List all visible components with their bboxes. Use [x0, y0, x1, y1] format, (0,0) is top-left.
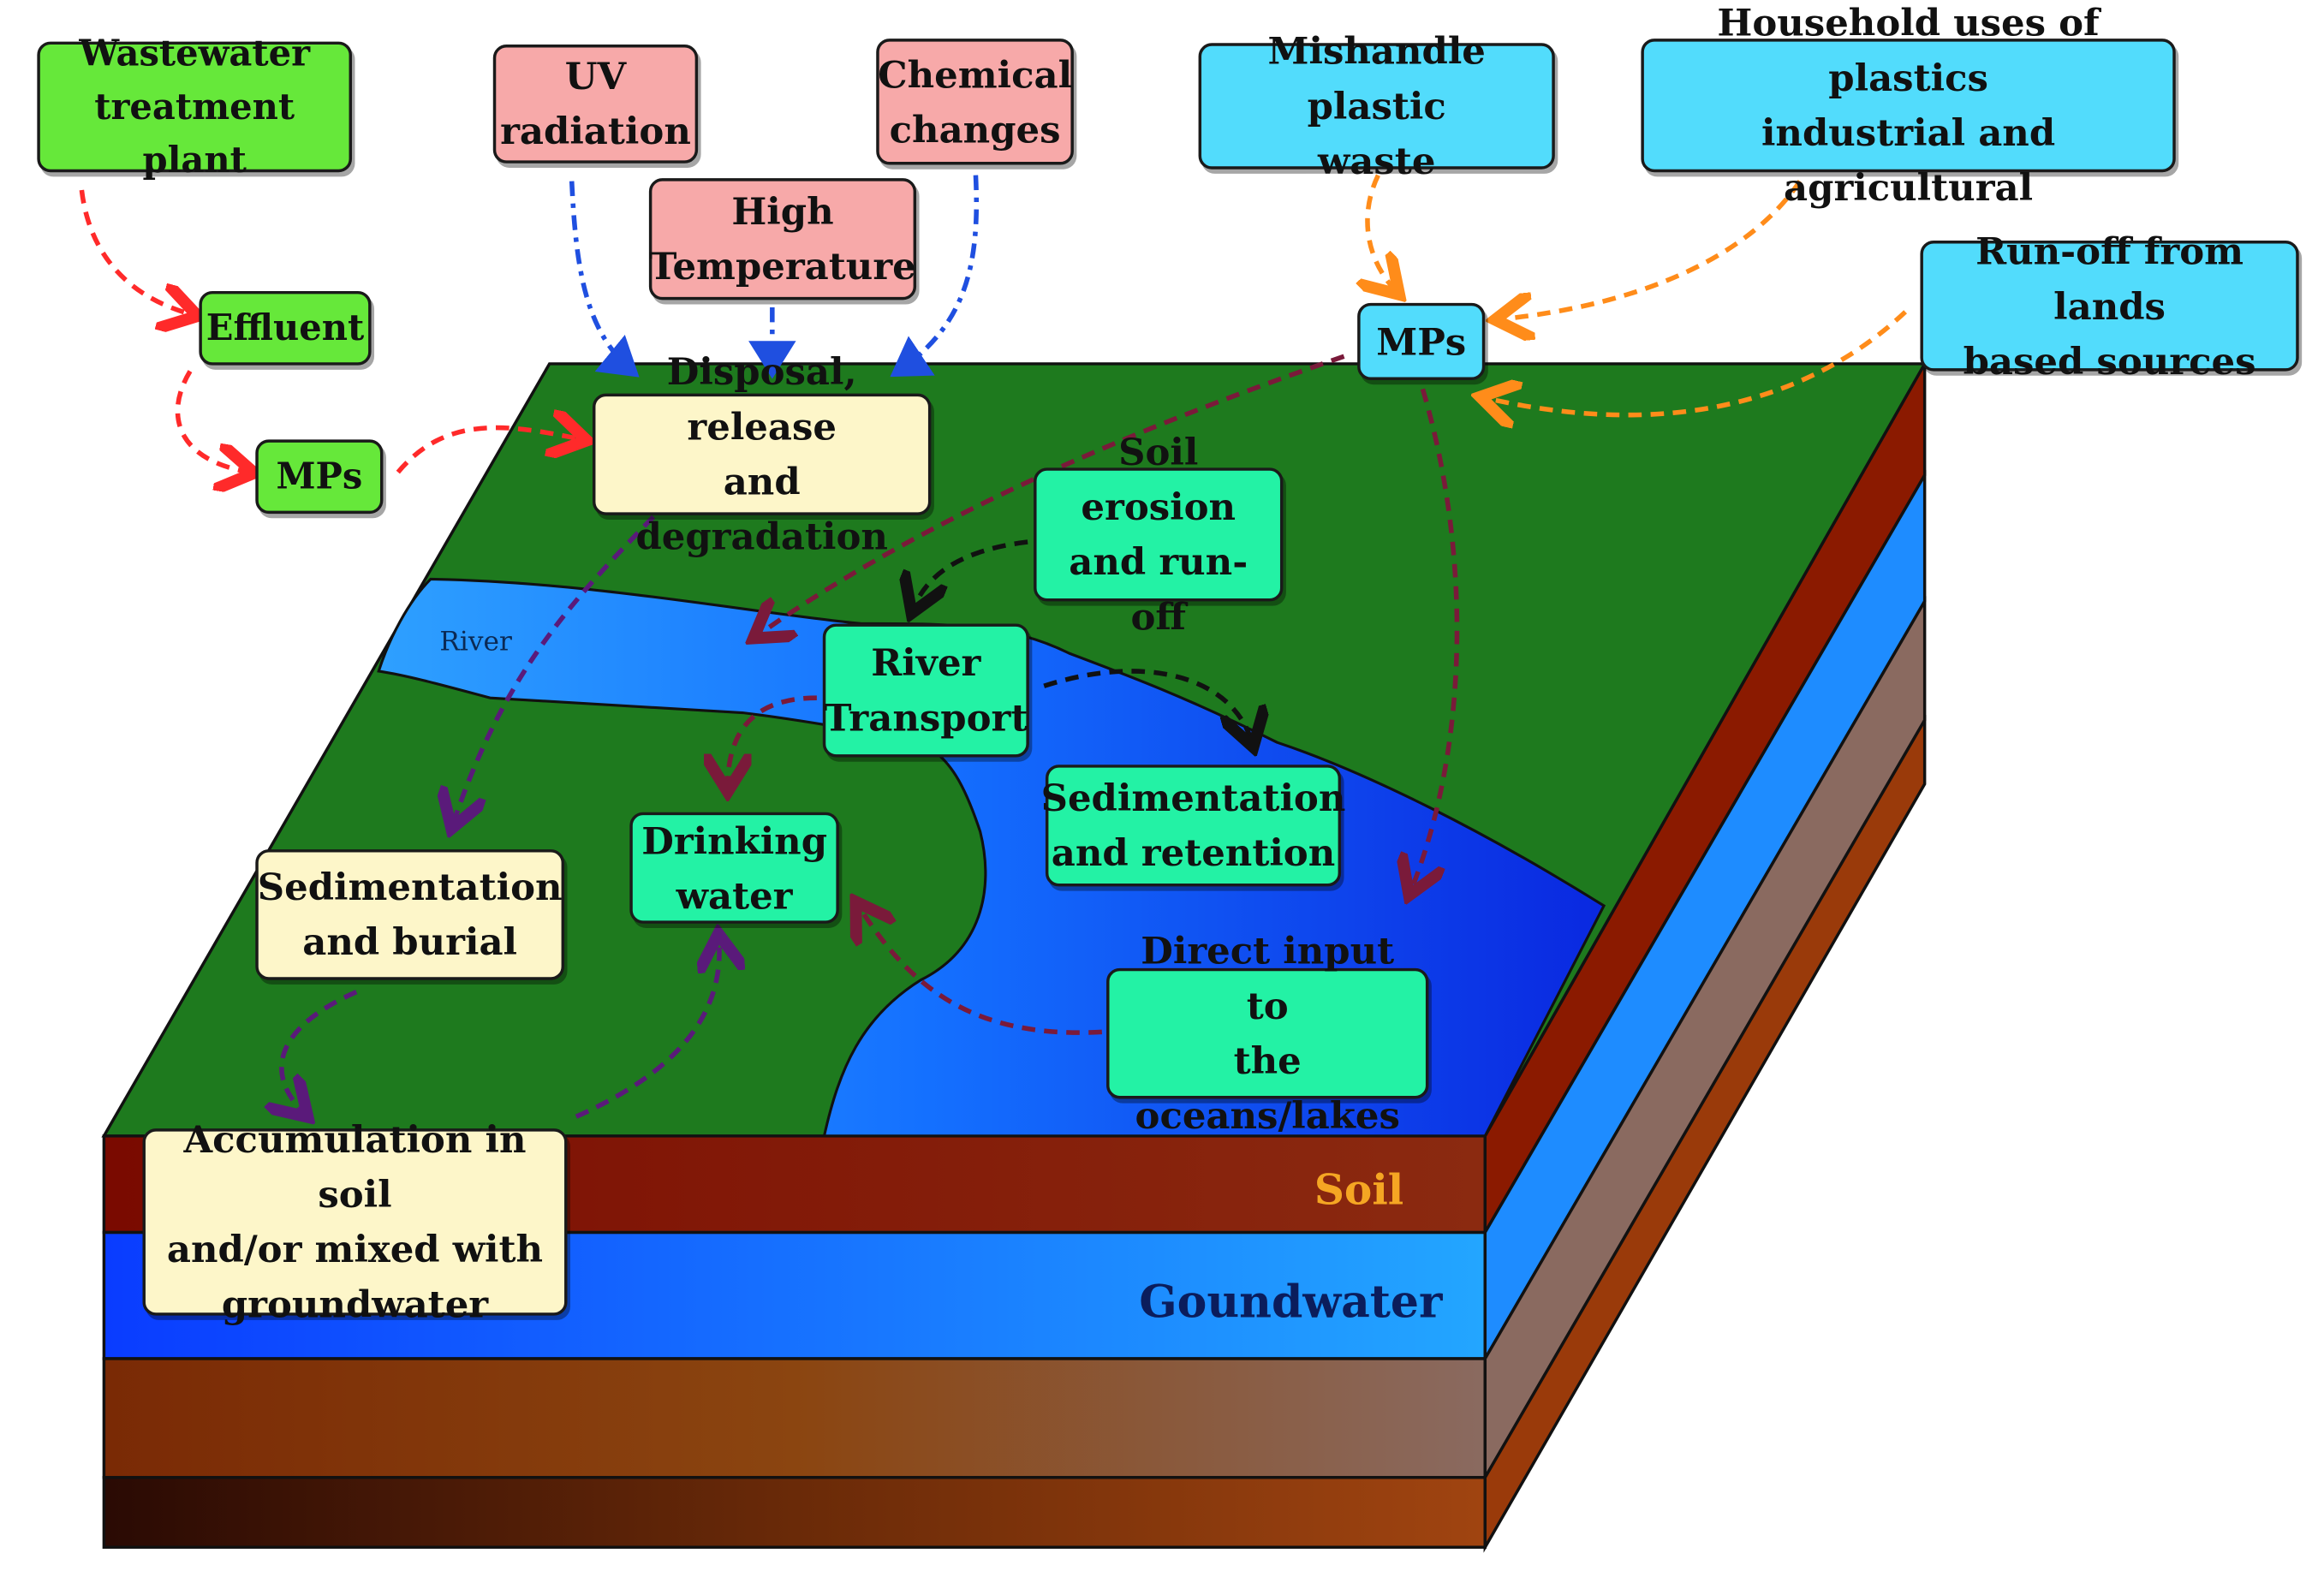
- mps-box-right: MPs: [1357, 302, 1486, 381]
- river-transport-box: River Transport: [822, 623, 1029, 758]
- chemical-changes-box: Chemical changes: [876, 39, 1074, 165]
- arrow-household-to-mps: [1500, 180, 1803, 319]
- rock-layer-front: [102, 1357, 1487, 1479]
- bedrock-layer-front: [102, 1475, 1487, 1549]
- arrow-chemical-to-disposal: [890, 175, 980, 378]
- river-label: River: [439, 626, 512, 658]
- arrow-effluent-to-mps: [175, 370, 249, 473]
- soil-erosion-runoff-box: Soil erosion and run-off: [1034, 431, 1284, 639]
- arrow-mps-to-lake: [1411, 388, 1460, 890]
- accumulation-soil-groundwater-box: Accumulation in soil and/or mixed with g…: [142, 1118, 568, 1326]
- arrow-runoff-to-mps: [1485, 310, 1908, 414]
- soil-layer-label: Soil: [1314, 1165, 1404, 1215]
- arrow-mishandle-to-mps: [1368, 174, 1396, 291]
- arrow-plant-to-effluent: [79, 189, 193, 315]
- high-temperature-box: High Temperature: [648, 178, 917, 301]
- runoff-lands-box: Run-off from lands based sources: [1920, 229, 2299, 383]
- sedimentation-retention-box: Sedimentation and retention: [1041, 765, 1345, 887]
- uv-radiation-box: UV radiation: [492, 45, 699, 164]
- groundwater-layer-label: Goundwater: [1139, 1276, 1443, 1330]
- arrow-accumulation-to-drinking: [575, 938, 719, 1119]
- mishandle-plastic-waste-box: Mishandle plastic waste: [1198, 30, 1555, 182]
- disposal-release-degradation-box: Disposal, release and degradation: [592, 350, 932, 558]
- arrow-direct-input-to-drinking: [858, 906, 1102, 1035]
- arrow-mps-to-disposal: [396, 428, 582, 474]
- wastewater-treatment-plant-box: Wastewater treatment plant: [37, 31, 353, 181]
- arrow-burial-to-accumulation: [282, 990, 358, 1114]
- arrow-disposal-to-burial: [453, 515, 656, 824]
- sedimentation-burial-box: Sedimentation and burial: [255, 849, 565, 980]
- direct-input-oceans-lakes-box: Direct input to the oceans/lakes: [1106, 930, 1429, 1138]
- effluent-box: Effluent: [199, 290, 372, 366]
- drinking-water-box: Drinking water: [629, 812, 839, 924]
- mps-box-left: MPs: [255, 439, 384, 515]
- arrow-transport-to-sedimentation: [1043, 669, 1252, 742]
- arrow-river-to-drinking: [728, 695, 817, 787]
- household-industrial-agricultural-box: Household uses of plastics industrial an…: [1641, 2, 2176, 210]
- arrow-mps-to-river: [757, 354, 1345, 635]
- arrow-erosion-to-river: [914, 539, 1028, 609]
- bedrock-layer-side: [1483, 714, 1927, 1553]
